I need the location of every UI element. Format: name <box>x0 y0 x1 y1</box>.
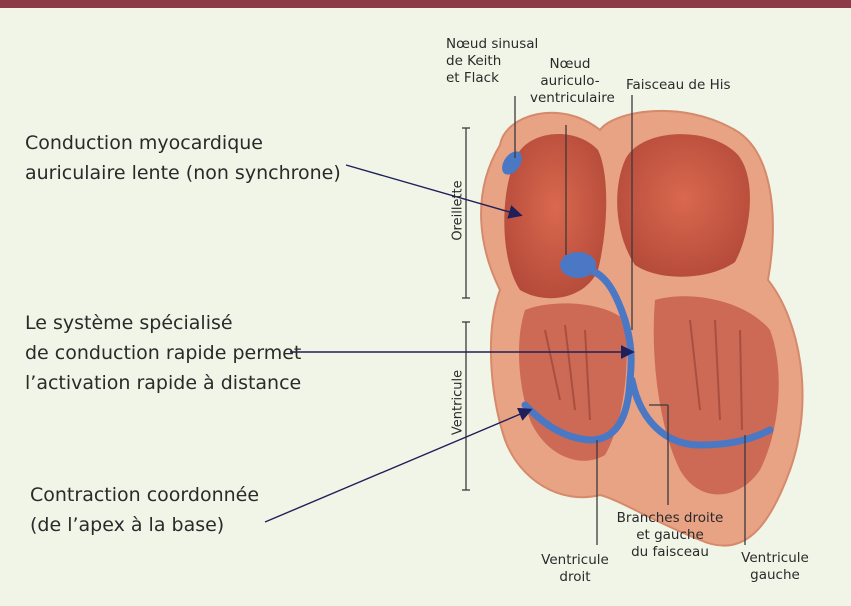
label-line: de conduction rapide permet <box>25 338 301 368</box>
label-specialized-system: Le système spécialisé de conduction rapi… <box>25 308 301 398</box>
label-coordinated-contraction: Contraction coordonnée (de l’apex à la b… <box>30 480 259 540</box>
label-line: de Keith <box>446 53 538 70</box>
label-line: et Flack <box>446 70 538 87</box>
label-line: auriculaire lente (non synchrone) <box>25 158 341 188</box>
av-node-shape <box>560 252 596 278</box>
label-line: Faisceau de His <box>626 77 731 94</box>
label-line: Nœud sinusal <box>446 36 538 53</box>
label-bundle-branches: Branches droite et gauche du faisceau <box>610 510 730 561</box>
label-line: auriculo- <box>530 73 610 90</box>
arrow-contraction <box>265 410 530 522</box>
label-line: (de l’apex à la base) <box>30 510 259 540</box>
label-line: et gauche <box>610 527 730 544</box>
left-atrium <box>617 134 750 277</box>
label-myocardial-conduction: Conduction myocardique auriculaire lente… <box>25 128 341 188</box>
label-av-node: Nœud auriculo- ventriculaire <box>530 56 610 107</box>
label-line: Conduction myocardique <box>25 128 341 158</box>
label-sinus-node: Nœud sinusal de Keith et Flack <box>446 36 538 87</box>
label-left-ventricle: Ventricule gauche <box>730 550 820 584</box>
label-line: Ventricule <box>530 552 620 569</box>
label-line: gauche <box>730 567 820 584</box>
label-line: Le système spécialisé <box>25 308 301 338</box>
label-line: Contraction coordonnée <box>30 480 259 510</box>
label-line: Ventricule <box>730 550 820 567</box>
side-label-ventricle: Ventricule <box>451 363 466 443</box>
label-line: droit <box>530 569 620 586</box>
label-line: Branches droite <box>610 510 730 527</box>
label-line: l’activation rapide à distance <box>25 368 301 398</box>
label-right-ventricle: Ventricule droit <box>530 552 620 586</box>
label-line: ventriculaire <box>530 90 610 107</box>
label-line: du faisceau <box>610 544 730 561</box>
label-line: Nœud <box>530 56 610 73</box>
side-label-atrium: Oreillette <box>451 171 466 251</box>
label-his-bundle: Faisceau de His <box>626 77 731 94</box>
